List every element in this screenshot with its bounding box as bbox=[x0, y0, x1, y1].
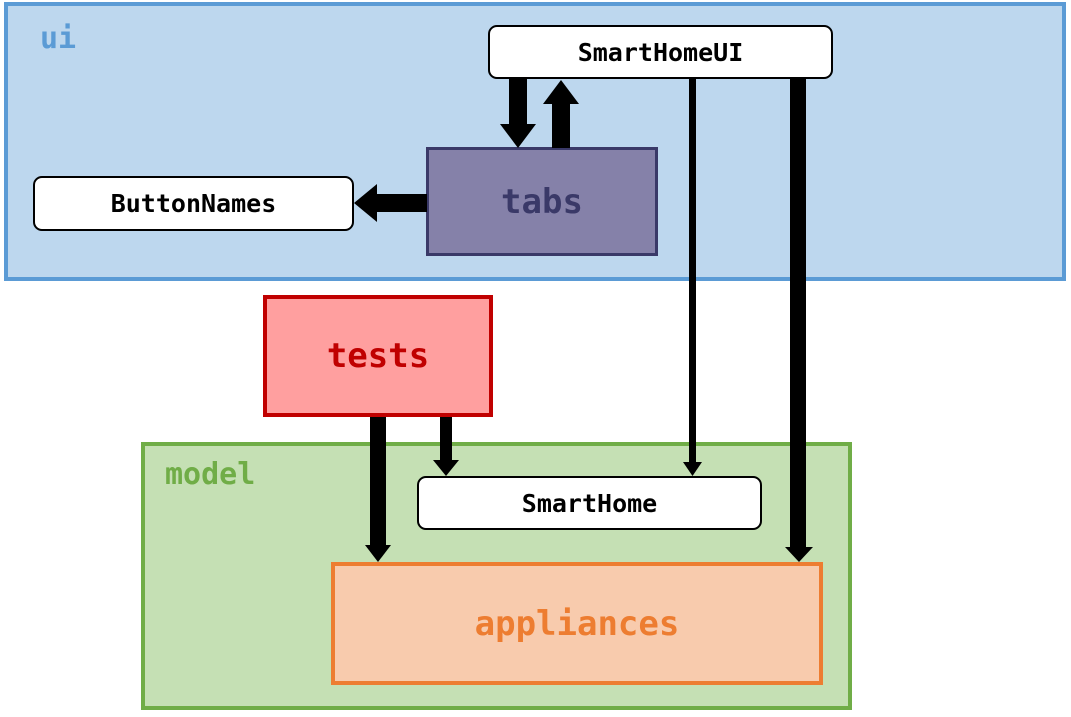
model-package-label: model bbox=[165, 457, 256, 492]
arrow-tests-to-appliances bbox=[365, 417, 391, 562]
smarthomeui-class-node[interactable]: SmartHomeUI bbox=[488, 25, 833, 79]
tabs-label: tabs bbox=[501, 181, 583, 222]
tests-label: tests bbox=[326, 336, 430, 376]
arrow-tests-to-smarthome bbox=[433, 417, 459, 476]
arrow-tabs-to-buttonnames bbox=[354, 184, 427, 222]
arrow-smarthomeui-to-smarthome bbox=[683, 79, 702, 476]
tests-package-box[interactable]: tests bbox=[263, 295, 493, 417]
appliances-package-box[interactable]: appliances bbox=[331, 562, 823, 685]
arrow-tabs-to-smarthomeui bbox=[543, 80, 579, 148]
smarthome-label: SmartHome bbox=[521, 488, 658, 518]
arrow-smarthomeui-to-appliances bbox=[785, 79, 813, 562]
smarthomeui-label: SmartHomeUI bbox=[577, 37, 744, 67]
smarthome-class-node[interactable]: SmartHome bbox=[417, 476, 762, 530]
ui-package-label: ui bbox=[40, 21, 77, 56]
buttonnames-class-node[interactable]: ButtonNames bbox=[33, 176, 354, 231]
arrow-smarthomeui-to-tabs bbox=[500, 79, 536, 148]
buttonnames-label: ButtonNames bbox=[110, 189, 277, 218]
tabs-package-box[interactable]: tabs bbox=[426, 147, 658, 256]
appliances-label: appliances bbox=[474, 603, 680, 644]
